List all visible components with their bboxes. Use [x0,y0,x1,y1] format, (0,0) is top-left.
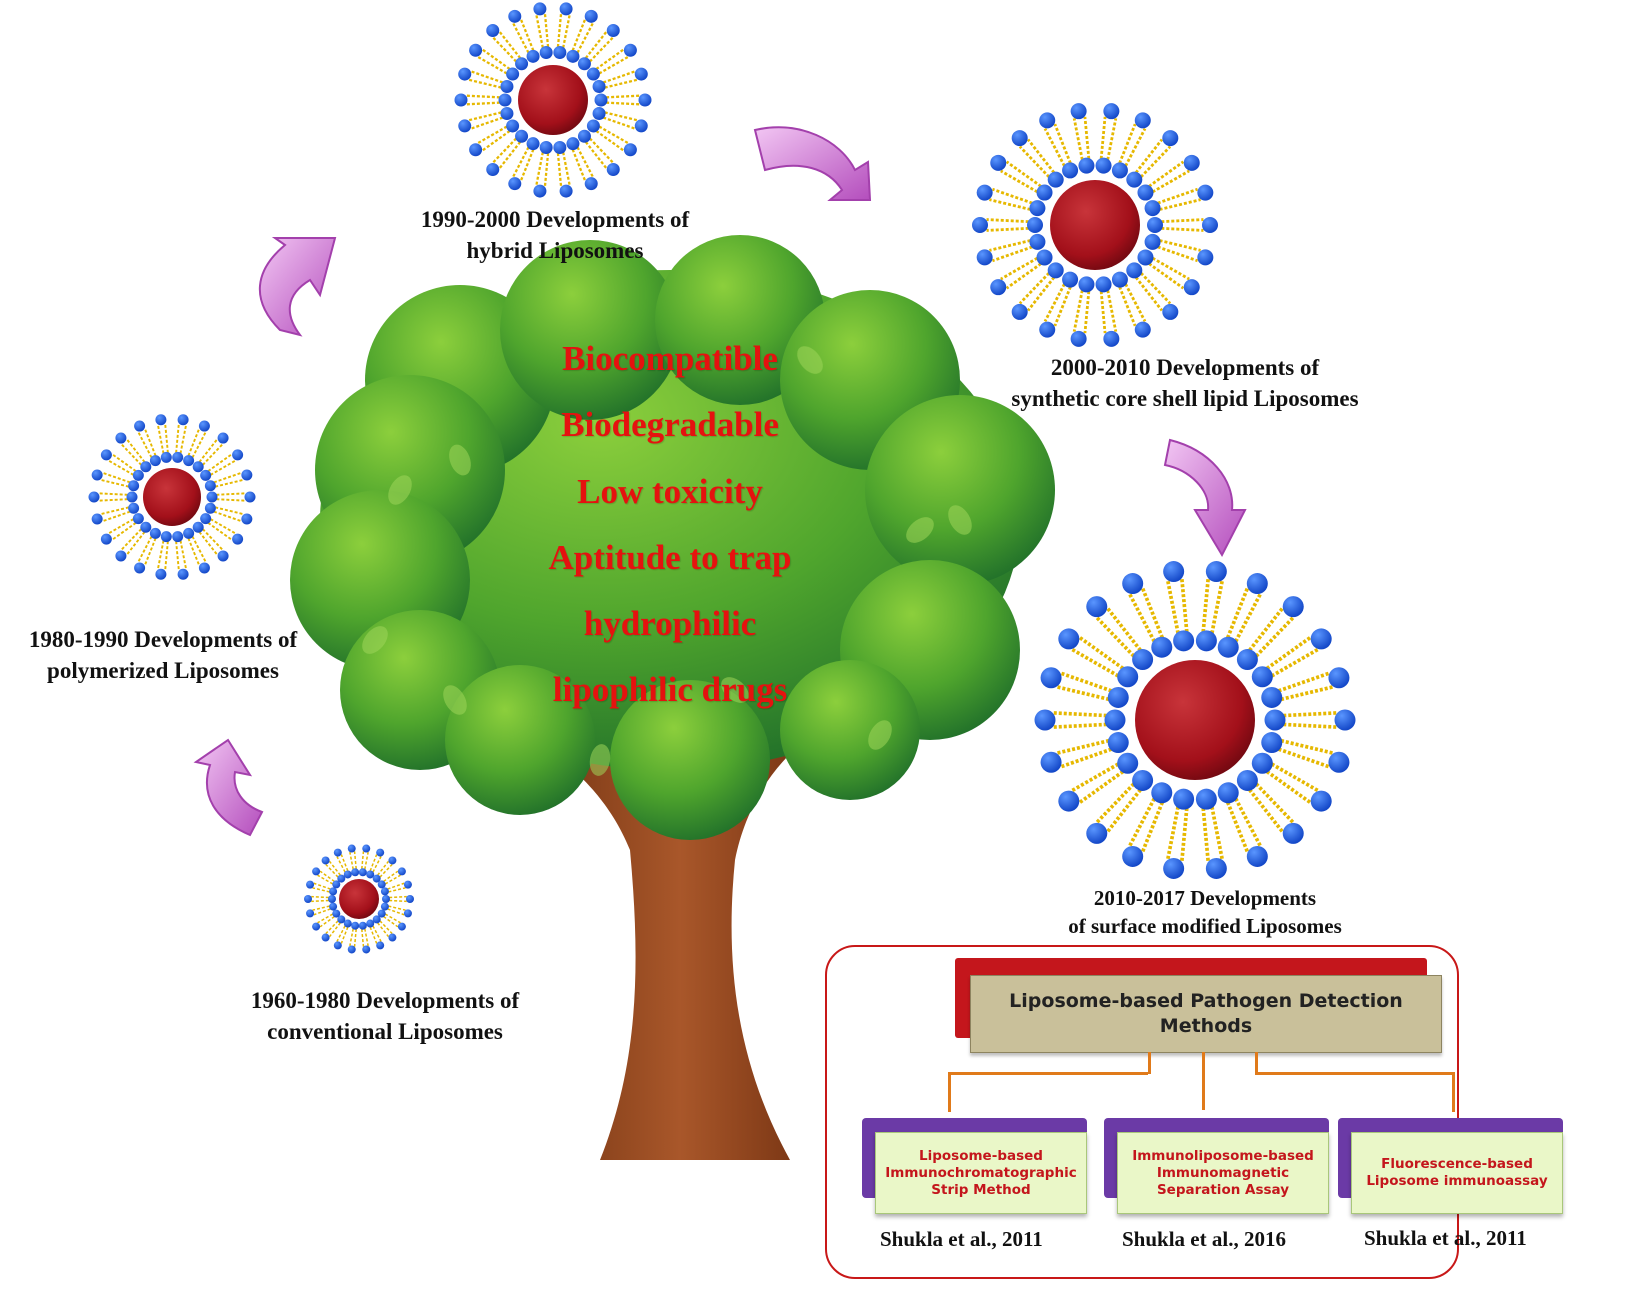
citation: Shukla et al., 2011 [1364,1226,1527,1250]
methods-title-line: Liposome-based Pathogen Detection [1009,990,1403,1012]
caption-line: synthetic core shell lipid Liposomes [1011,386,1359,411]
connector-line [1148,1052,1151,1074]
liposome-icon [454,2,652,198]
connector-line [948,1072,1148,1075]
caption-1980-1990: 1980-1990 Developments of polymerized Li… [8,624,318,686]
curved-arrow-icon [258,237,337,337]
connector-line [948,1072,951,1112]
liposome-icon [972,103,1218,347]
method-line: Liposome immunoassay [1366,1173,1548,1189]
caption-line: 2000-2010 Developments of [1050,355,1320,380]
caption-line: polymerized Liposomes [47,658,279,683]
method-line: Immunoliposome-based [1132,1147,1314,1164]
property-lipophilic-drugs: lipophilic drugs [552,670,788,709]
method-fluorescence: Fluorescence-based Liposome immunoassay [1351,1132,1563,1214]
caption-line: 1960-1980 Developments of [250,988,520,1013]
curved-arrow-icon [753,126,872,201]
liposome-icon [88,414,256,580]
caption-line: 2010-2017 Developments [1093,886,1317,910]
caption-1960-1980: 1960-1980 Developments of conventional L… [220,985,550,1047]
caption-line: 1990-2000 Developments of [420,207,690,232]
connector-line [1202,1052,1205,1110]
caption-line: conventional Liposomes [267,1019,503,1044]
method-line: Separation Assay [1156,1181,1290,1198]
method-immunomagnetic: Immunoliposome-based Immunomagnetic Sepa… [1117,1132,1329,1214]
method-immunochromatographic: Liposome-based Immunochromatographic Str… [875,1132,1087,1214]
property-hydrophilic: hydrophilic [583,604,757,643]
method-line: Immunochromatographic [885,1164,1077,1181]
caption-2000-2010: 2000-2010 Developments of synthetic core… [975,352,1395,414]
methods-title-line: Methods [1159,1015,1253,1037]
citation: Shukla et al., 2011 [880,1227,1043,1251]
method-line: Fluorescence-based [1381,1156,1533,1172]
caption-line: 1980-1990 Developments of [28,627,298,652]
connector-line [1255,1052,1258,1074]
caption-line: of surface modified Liposomes [1068,914,1342,938]
tree-icon [290,235,1055,1160]
method-line: Immunomagnetic [1156,1164,1290,1181]
method-line: Strip Method [931,1181,1031,1198]
liposome-icon [304,844,414,954]
curved-arrow-icon [193,738,264,837]
property-biocompatible: Biocompatible [562,339,778,378]
caption-2010-2017: 2010-2017 Developments of surface modifi… [1045,884,1365,940]
connector-line [1452,1072,1455,1112]
citation: Shukla et al., 2016 [1122,1227,1286,1251]
property-biodegradable: Biodegradable [561,405,779,444]
property-low-toxicity: Low toxicity [577,472,763,511]
curved-arrow-icon [1163,438,1247,558]
property-aptitude-to-trap: Aptitude to trap [548,538,792,577]
caption-1990-2000: 1990-2000 Developments of hybrid Liposom… [395,204,715,266]
connector-line [1255,1072,1455,1075]
methods-title: Liposome-based Pathogen Detection Method… [970,975,1442,1053]
liposome-icon [1034,561,1356,879]
caption-line: hybrid Liposomes [466,238,644,263]
method-line: Liposome-based [919,1147,1043,1164]
